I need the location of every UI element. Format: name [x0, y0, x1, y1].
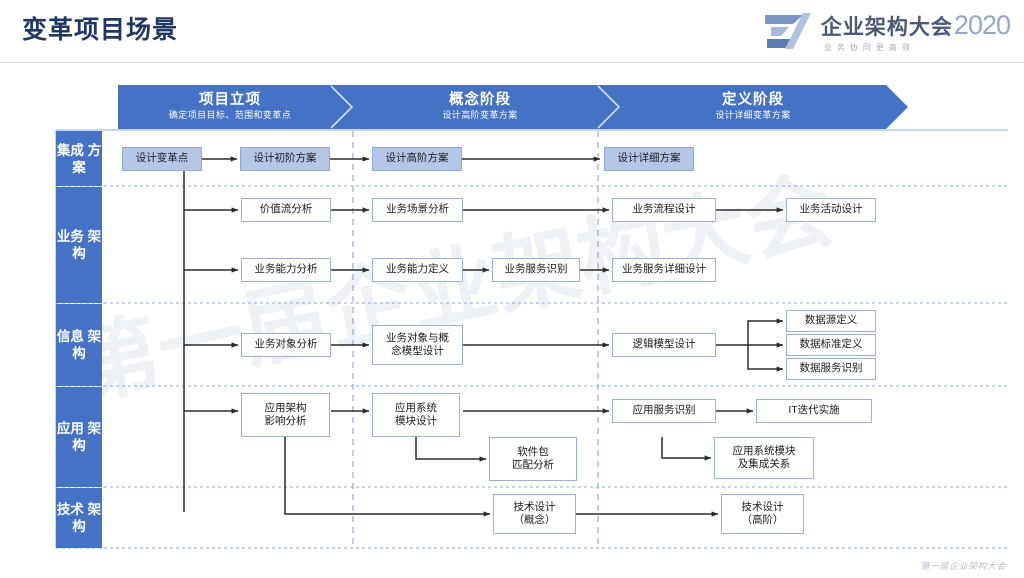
phase-3-title: 定义阶段 — [722, 92, 784, 108]
node-business-service-detail-design[interactable]: 业务服务详细设计 — [612, 258, 716, 282]
phase-banner: 项目立项 确定项目目标、范围和变革点 概念阶段 设计高阶变革方案 定义阶段 设计… — [118, 85, 908, 129]
node-business-scenario-analysis[interactable]: 业务场景分析 — [372, 198, 463, 222]
node-technical-design-highlevel[interactable]: 技术设计 （高阶） — [721, 494, 804, 534]
node-software-package-fit-analysis[interactable]: 软件包 匹配分析 — [489, 437, 577, 481]
node-business-capability-definition[interactable]: 业务能力定义 — [372, 258, 463, 282]
node-data-standard-definition[interactable]: 数据标准定义 — [786, 334, 876, 356]
node-data-service-identification[interactable]: 数据服务识别 — [786, 358, 876, 380]
row-label-technology: 技术 架构 — [56, 488, 102, 548]
node-application-module-integration[interactable]: 应用系统模块 及集成关系 — [714, 437, 814, 479]
logo-name: 企业架构大会 — [820, 15, 953, 39]
phase-2-subtitle: 设计高阶变革方案 — [442, 110, 518, 120]
node-initial-plan[interactable]: 设计初阶方案 — [240, 147, 330, 171]
node-it-iterative-implementation[interactable]: IT迭代实施 — [756, 399, 872, 423]
row-label-information: 信息 架构 — [56, 304, 102, 386]
node-business-service-identification[interactable]: 业务服务识别 — [492, 258, 580, 282]
node-application-service-identification[interactable]: 应用服务识别 — [612, 399, 716, 423]
logo-mark-icon — [763, 11, 817, 51]
node-application-module-design[interactable]: 应用系统 模块设计 — [372, 393, 460, 437]
phase-1: 项目立项 确定项目目标、范围和变革点 — [118, 85, 342, 129]
node-business-activity-design[interactable]: 业务活动设计 — [786, 198, 876, 222]
phase-2-title: 概念阶段 — [449, 92, 511, 108]
logo-tagline: 业务协同更高效 — [823, 42, 915, 52]
node-value-stream-analysis[interactable]: 价值流分析 — [241, 198, 331, 222]
row-label-application: 应用 架构 — [56, 387, 102, 487]
phase-2: 概念阶段 设计高阶变革方案 — [352, 85, 608, 129]
row-label-integration: 集成 方案 — [56, 131, 102, 186]
node-application-impact-analysis[interactable]: 应用架构 影响分析 — [241, 393, 330, 437]
slide-footer: 第一届企业架构大会 — [920, 561, 1006, 571]
logo-year: 2020 — [953, 9, 1011, 40]
node-business-process-design[interactable]: 业务流程设计 — [612, 198, 716, 222]
phase-1-subtitle: 确定项目目标、范围和变革点 — [168, 110, 292, 120]
page-title: 变革项目场景 — [22, 16, 179, 44]
node-logical-model-design[interactable]: 逻辑模型设计 — [612, 333, 716, 357]
node-detailed-plan[interactable]: 设计详细方案 — [604, 147, 694, 171]
logo-text: 企业架构大会 2020 业务协同更高效 — [820, 9, 1011, 53]
node-highlevel-plan[interactable]: 设计高阶方案 — [372, 147, 462, 171]
node-technical-design-concept[interactable]: 技术设计 （概念） — [493, 494, 576, 534]
conference-logo: 企业架构大会 2020 业务协同更高效 — [763, 8, 1011, 54]
node-design-change-points[interactable]: 设计变革点 — [122, 147, 202, 171]
node-business-capability-analysis[interactable]: 业务能力分析 — [241, 258, 331, 282]
phase-3-subtitle: 设计详细变革方案 — [715, 110, 791, 120]
phase-1-title: 项目立项 — [199, 92, 261, 108]
node-business-object-concept-model[interactable]: 业务对象与概 念模型设计 — [372, 325, 463, 365]
phase-3: 定义阶段 设计详细变革方案 — [619, 85, 887, 129]
header-divider — [0, 62, 1024, 63]
node-data-source-definition[interactable]: 数据源定义 — [786, 310, 876, 332]
node-business-object-analysis[interactable]: 业务对象分析 — [241, 333, 331, 357]
row-label-business: 业务 架构 — [56, 187, 102, 303]
